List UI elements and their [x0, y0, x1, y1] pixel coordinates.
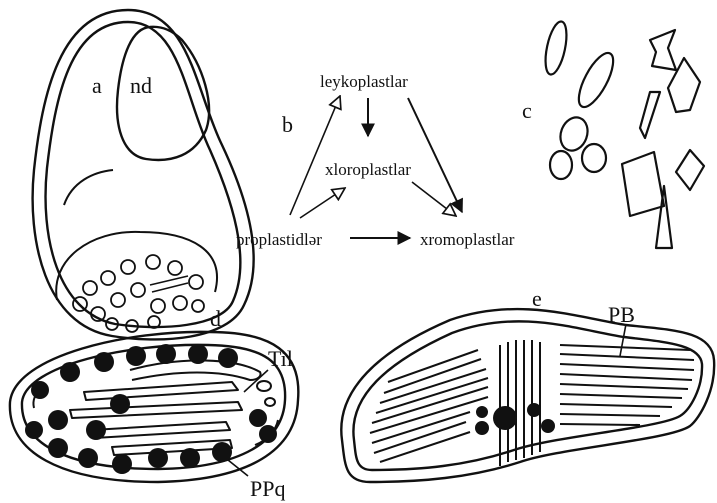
plastoglobule-label: PPq	[250, 476, 285, 501]
panel-a-inner-membrane	[46, 22, 241, 327]
panel-d-thylakoids	[33, 381, 278, 455]
panel-a-vesicles	[73, 255, 204, 332]
nucleoid-label: nd	[130, 73, 152, 98]
node-xloroplastlar: xloroplastlar	[325, 160, 411, 179]
panel-a-membrane-fold	[64, 170, 113, 205]
panel-e-grana-right	[560, 345, 694, 425]
node-leykoplastlar: leykoplastlar	[320, 72, 408, 91]
thylakoid-label: Til	[268, 346, 293, 371]
panel-c-letter: c	[522, 98, 532, 123]
panel-a-inner-fold	[56, 232, 217, 300]
panel-e-letter: e	[532, 286, 542, 311]
panel-e-chloroplast	[341, 309, 714, 482]
pb-label: PB	[608, 302, 635, 327]
pb-leader	[620, 324, 626, 356]
panel-a-amyloplast	[33, 10, 254, 339]
arrow-leuco-to-chromo	[408, 98, 462, 212]
arrow-pro-to-chloro	[300, 188, 345, 218]
panel-a-letter: a	[92, 73, 102, 98]
panel-c-chromoplast-shapes	[542, 20, 704, 248]
panel-d-letter: d	[210, 306, 221, 331]
node-xromoplastlar: xromoplastlar	[420, 230, 515, 249]
panel-e-grana-left	[370, 350, 488, 462]
node-proplastidlar: proplastidlər	[236, 230, 322, 249]
panel-b-letter: b	[282, 112, 293, 137]
